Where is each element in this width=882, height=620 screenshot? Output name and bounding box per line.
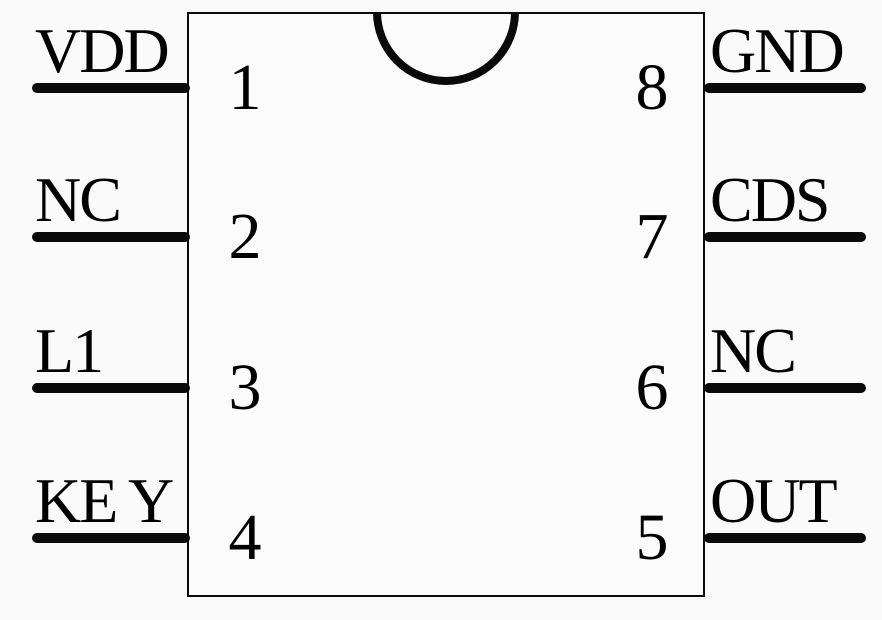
pin-number-7: 7 [635, 200, 669, 273]
pin-number-1: 1 [228, 51, 262, 124]
pin-lead-4 [32, 533, 190, 543]
pin-label-nc-left: NC [35, 164, 122, 235]
pin-label-gnd: GND [710, 15, 845, 86]
pin-lead-7 [704, 232, 866, 242]
pin-lead-1 [32, 83, 190, 93]
pin-number-8: 8 [635, 51, 669, 124]
pin-number-6: 6 [635, 351, 669, 424]
pin-label-nc-right: NC [710, 315, 797, 386]
pin-lead-5 [704, 533, 866, 543]
pin-number-4: 4 [228, 501, 262, 574]
pin-lead-3 [32, 383, 190, 393]
ic-package-body [187, 12, 705, 597]
pin-number-3: 3 [228, 351, 262, 424]
pin-lead-2 [32, 232, 190, 242]
pin-label-out: OUT [710, 465, 838, 536]
pin-number-5: 5 [635, 501, 669, 574]
pin-label-vdd: VDD [35, 15, 170, 86]
pin-number-2: 2 [228, 200, 262, 273]
pin-label-key: KE Y [35, 465, 174, 536]
pin-label-l1: L1 [35, 315, 104, 386]
pin-lead-8 [704, 83, 866, 93]
pin1-notch-icon [373, 11, 519, 85]
pin-label-cds: CDS [710, 164, 830, 235]
pin-lead-6 [704, 383, 866, 393]
